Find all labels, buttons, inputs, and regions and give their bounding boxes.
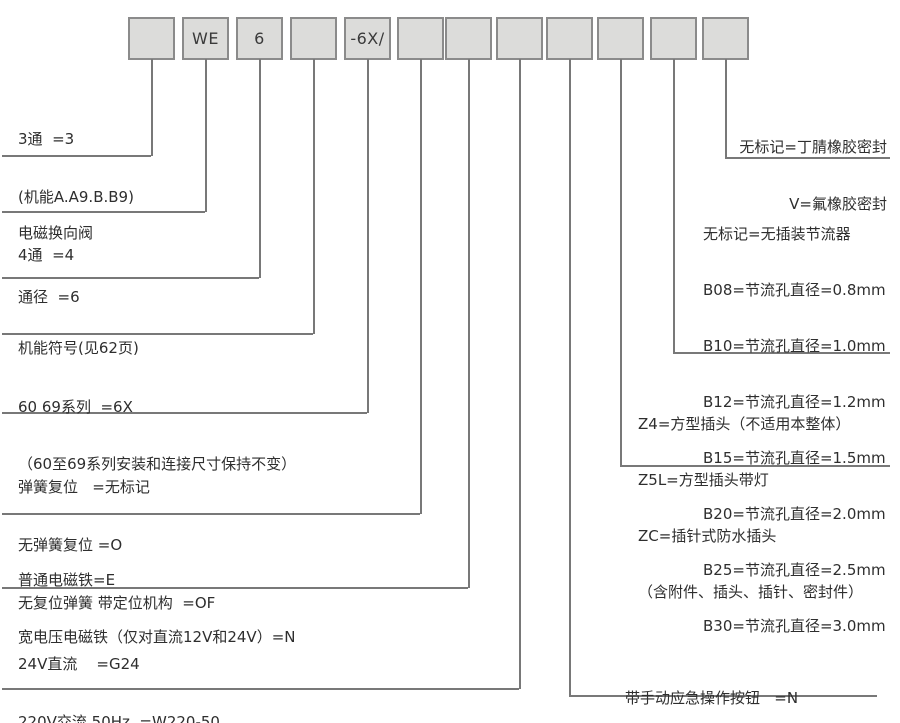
leader-vline-3 [259,59,261,278]
leader-vline-1 [151,59,153,156]
leader-hline-6 [2,513,420,515]
callout-ways-line-2: (机能A.A9.B.B9) [18,188,134,206]
callout-series-line-1: 60 69系列 =6X [18,398,133,416]
callout-throttle-insert-line-7: B25=节流孔直径=2.5mm [703,561,886,579]
leader-vline-7 [468,59,470,588]
callout-ways-line-3: 4通 =4 [18,246,75,264]
callout-spool-symbol-line-1: 机能符号(见62页) [18,339,139,357]
callout-spool-symbol: 机能符号(见62页) [18,302,139,395]
callout-spring-return-line-2: 无弹簧复位 =O [18,536,123,554]
code-box-8 [496,17,543,60]
callout-spring-return: 弹簧复位 =无标记 无弹簧复位 =O 无复位弹簧 带定位机构 =OF [18,440,215,650]
callout-size: 通径 =6 [18,251,80,344]
leader-hline-4 [2,333,313,335]
callout-solenoid-type-line-1: 普通电磁铁=E [18,571,116,589]
leader-hline-9 [569,695,877,697]
callout-series: 60 69系列 =6X （60至69系列安装和连接尺寸保持不变） [18,361,296,511]
code-box-3: 6 [236,17,283,60]
leader-vline-6 [420,59,422,514]
callout-size-line-1: 通径 =6 [18,288,80,306]
leader-vline-8 [519,59,521,689]
callout-voltage: 24V直流 =G24 220V交流.50Hz =W220-50 220V交流本整… [18,617,220,723]
callout-voltage-line-2: 220V交流.50Hz =W220-50 [18,713,220,723]
code-box-10 [597,17,644,60]
leader-hline-3 [2,277,259,279]
callout-spring-return-line-1: 弹簧复位 =无标记 [18,478,150,496]
callout-throttle-insert-line-8: B30=节流孔直径=3.0mm [703,617,886,635]
callout-solenoid-type: 普通电磁铁=E 宽电压电磁铁（仅对直流12V和24V）=N [18,534,296,684]
callout-seal-material-line-2: V=氟橡胶密封 [789,195,887,213]
code-box-5-label: -6X/ [350,29,385,48]
leader-hline-2 [2,211,205,213]
callout-throttle-insert-line-2: B08=节流孔直径=0.8mm [703,281,886,299]
code-box-6 [397,17,444,60]
callout-manual-override-line-1: 带手动应急操作按钮 =N [625,689,799,707]
leader-hline-12 [725,157,890,159]
code-box-12 [702,17,749,60]
leader-hline-11 [673,352,890,354]
callout-seal-material-line-1: 无标记=丁腈橡胶密封 [739,138,887,156]
code-box-9 [546,17,593,60]
code-box-2: WE [182,17,229,60]
leader-vline-5 [367,59,369,413]
leader-hline-7 [2,587,468,589]
leader-vline-11 [673,59,675,353]
callout-connector-plug: Z4=方型插头（不适用本整体） Z5L=方型插头带灯 ZC=插针式防水插头 （含… [638,378,863,638]
code-box-4 [290,17,337,60]
callout-valve-type-line-1: 电磁换向阀 [18,224,94,242]
leader-hline-10 [620,465,890,467]
code-box-11 [650,17,697,60]
callout-ways: 3通 =3 (机能A.A9.B.B9) 4通 =4 [18,92,134,302]
callout-throttle-insert-line-6: B20=节流孔直径=2.0mm [703,505,886,523]
callout-seal-material: 无标记=丁腈橡胶密封 V=氟橡胶密封 [739,101,887,251]
leader-vline-9 [569,59,571,695]
leader-vline-4 [313,59,315,334]
callout-voltage-line-1: 24V直流 =G24 [18,655,140,673]
callout-solenoid-type-line-2: 宽电压电磁铁（仅对直流12V和24V）=N [18,628,296,646]
code-box-7 [445,17,492,60]
callout-ways-line-1: 3通 =3 [18,130,75,148]
leader-hline-1 [2,155,151,157]
callout-throttle-insert-line-3: B10=节流孔直径=1.0mm [703,337,886,355]
callout-connector-plug-line-3: ZC=插针式防水插头 [638,527,777,545]
callout-throttle-insert: 无标记=无插装节流器 B08=节流孔直径=0.8mm B10=节流孔直径=1.0… [703,188,886,672]
leader-vline-12 [725,59,727,158]
callout-series-line-2: （60至69系列安装和连接尺寸保持不变） [18,455,297,473]
callout-throttle-insert-line-1: 无标记=无插装节流器 [703,225,851,243]
callout-connector-plug-line-1: Z4=方型插头（不适用本整体） [638,415,851,433]
leader-hline-8 [2,688,519,690]
leader-vline-2 [205,59,207,212]
code-box-3-label: 6 [254,29,265,48]
callout-throttle-insert-line-4: B12=节流孔直径=1.2mm [703,393,886,411]
code-box-2-label: WE [192,29,219,48]
callout-connector-plug-line-2: Z5L=方型插头带灯 [638,471,769,489]
leader-vline-10 [620,59,622,466]
leader-hline-5 [2,412,367,414]
callout-valve-type: 电磁换向阀 [18,187,93,280]
code-box-5: -6X/ [344,17,391,60]
callout-manual-override: 带手动应急操作按钮 =N [625,652,798,723]
callout-spring-return-line-3: 无复位弹簧 带定位机构 =OF [18,594,216,612]
callout-connector-plug-line-4: （含附件、插头、插针、密封件） [638,583,864,601]
code-box-1 [128,17,175,60]
callout-throttle-insert-line-5: B15=节流孔直径=1.5mm [703,449,886,467]
